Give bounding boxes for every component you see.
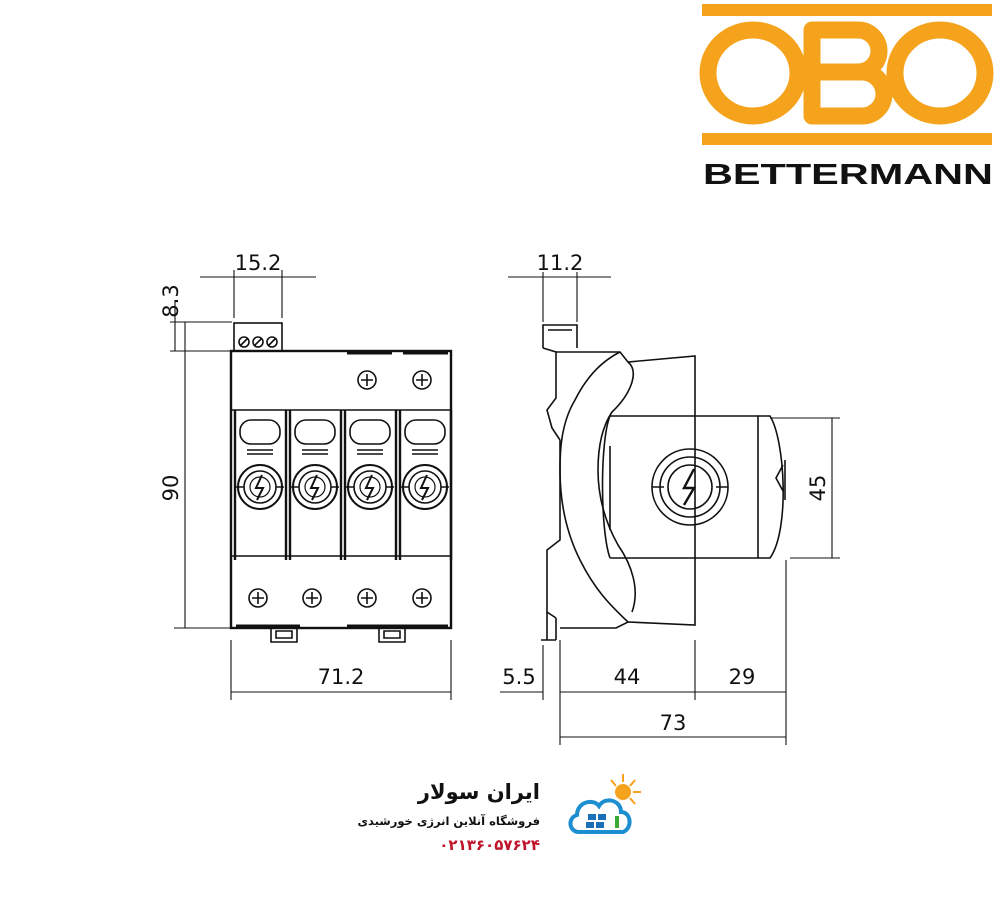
surge-module	[233, 410, 288, 560]
shop-footer: ایران سولار فروشگاه آنلاین انرژی خورشیدی…	[358, 770, 660, 870]
front-view	[229, 322, 453, 643]
dim-offset: 5.5	[502, 665, 535, 689]
dim-width: 71.2	[318, 665, 365, 689]
obo-bettermann-logo: BETTERMANN	[699, 4, 994, 190]
dim-total-depth: 73	[660, 711, 687, 735]
dim-depth-1: 44	[614, 665, 641, 689]
solar-cloud-icon	[568, 774, 641, 834]
dim-top-height: 8.3	[159, 284, 183, 317]
dim-top-width: 15.2	[235, 251, 282, 275]
dim-depth-2: 29	[729, 665, 756, 689]
dim-right-height: 45	[806, 475, 830, 502]
side-view	[541, 324, 786, 641]
surge-module	[343, 410, 398, 560]
brand-name: BETTERMANN	[703, 159, 993, 190]
screw-icon	[248, 588, 432, 608]
surge-module	[288, 410, 343, 560]
shop-tagline: فروشگاه آنلاین انرژی خورشیدی	[357, 814, 540, 828]
dim-height: 90	[159, 475, 183, 502]
lightning-symbol-icon	[651, 448, 729, 526]
screw-icon	[357, 370, 432, 390]
surge-module	[398, 410, 453, 560]
shop-name: ایران سولار	[417, 780, 540, 804]
shop-phone: ۰۲۱۳۶۰۵۷۶۲۴	[439, 836, 540, 854]
dim-side-top: 11.2	[537, 251, 584, 275]
